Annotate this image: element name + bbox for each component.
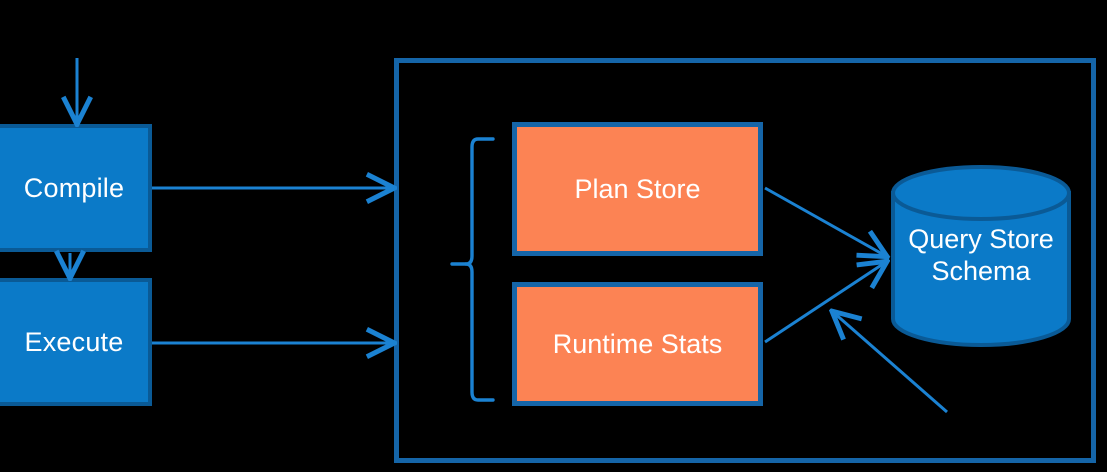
store-box-runtime-stats-label: Runtime Stats: [552, 328, 723, 359]
store-box-plan-store[interactable]: Plan Store: [512, 122, 763, 256]
store-box-runtime-stats[interactable]: Runtime Stats: [512, 282, 763, 406]
query-store-container: [394, 58, 1096, 463]
process-box-compile[interactable]: Compile: [0, 124, 152, 252]
database-cylinder-query-store-schema[interactable]: Query Store Schema: [890, 165, 1072, 347]
store-box-plan-store-label: Plan Store: [574, 173, 701, 204]
process-box-compile-label: Compile: [23, 172, 125, 203]
cylinder-shape: [891, 165, 1071, 347]
process-box-execute-label: Execute: [24, 326, 124, 357]
process-box-execute[interactable]: Execute: [0, 278, 152, 406]
